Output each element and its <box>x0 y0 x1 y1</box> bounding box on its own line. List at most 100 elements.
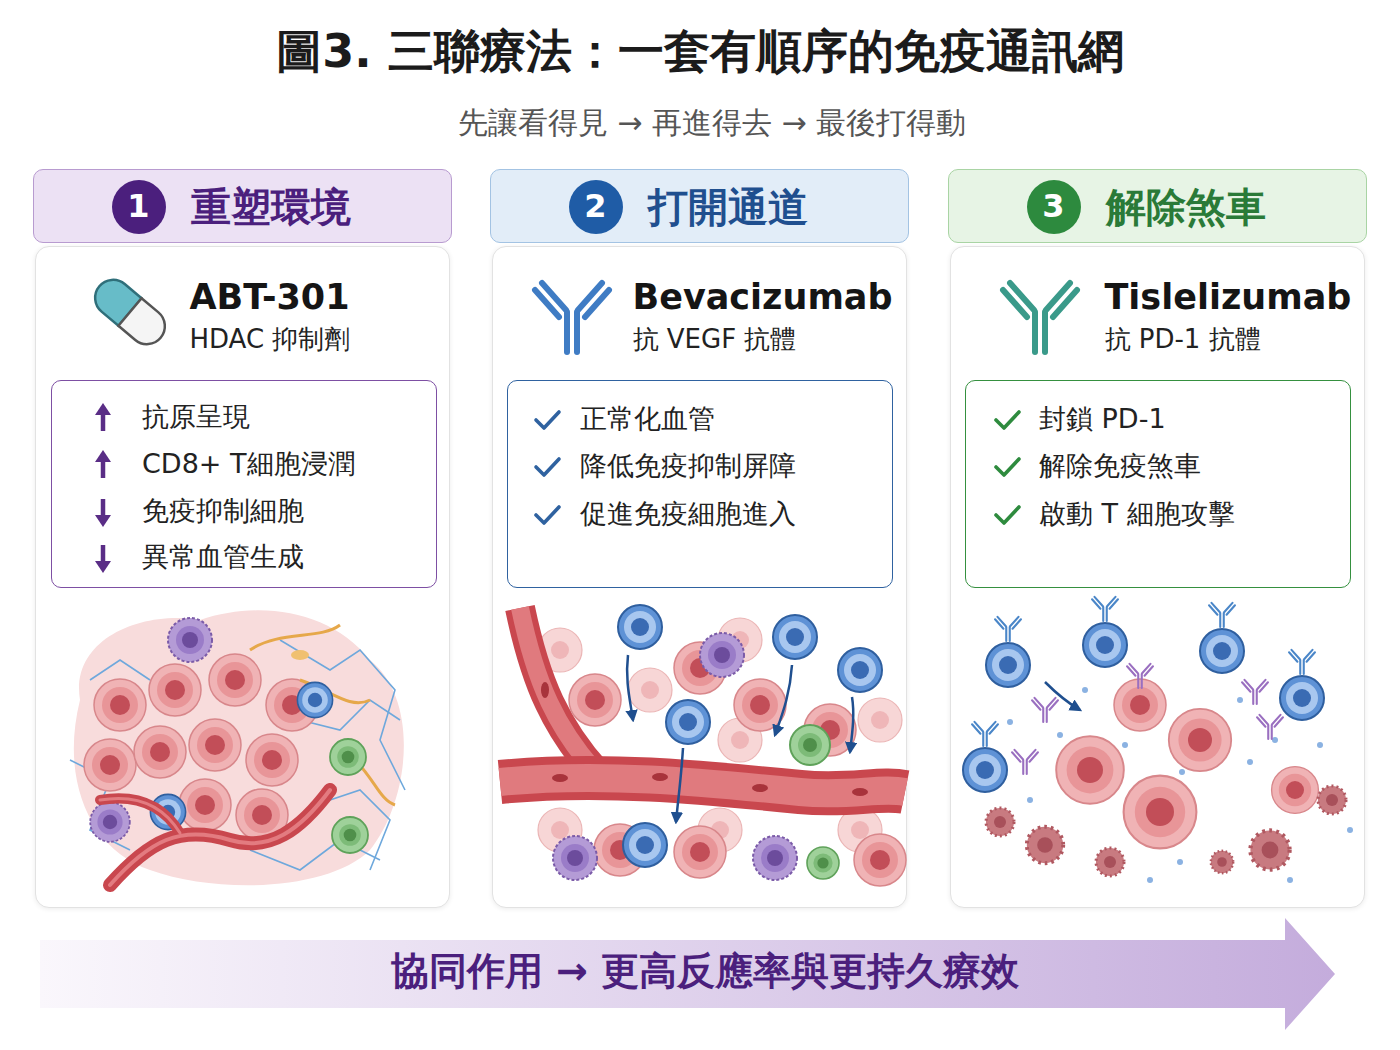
pill-half <box>88 272 142 325</box>
matrix-fiber <box>300 700 400 730</box>
pd1-antibody <box>1127 664 1153 688</box>
t-cell <box>297 682 332 717</box>
step-number-circle: 1 <box>112 180 166 234</box>
step-number-circle: 2 <box>569 180 623 234</box>
decrease-arrow <box>95 499 111 527</box>
suppressor-cell <box>90 802 130 842</box>
endothelial-nucleus <box>552 774 568 782</box>
dot <box>1057 732 1063 738</box>
tumor-cell <box>804 704 856 756</box>
t-cell <box>963 722 1007 792</box>
check-mark <box>996 459 1019 475</box>
migration-arrow <box>775 665 792 735</box>
drug-card: Bevacizumab抗 VEGF 抗體正常化血管降低免疫抑制屏障促進免疫細胞進… <box>492 246 907 908</box>
effect-item: 促進免疫細胞進入 <box>580 498 796 530</box>
dot <box>1287 877 1293 883</box>
increase-arrow <box>95 403 111 431</box>
t-cell <box>623 823 667 867</box>
dot <box>1177 859 1183 865</box>
effect-item: CD8+ T細胞浸潤 <box>142 448 355 480</box>
suppressor-cell <box>700 633 744 677</box>
fibroblast <box>300 680 370 703</box>
tumor-cell <box>1056 736 1124 804</box>
migration-arrows <box>627 655 853 822</box>
t-cell <box>618 605 662 649</box>
migration-arrow <box>850 697 853 752</box>
vessel-normalization-illustration <box>500 605 906 886</box>
dying-tumor-cell <box>1096 848 1124 876</box>
pale-tumor-cell <box>718 718 762 762</box>
green-cell <box>330 739 366 775</box>
dot <box>1067 789 1073 795</box>
effect-list-box: 封鎖 PD-1解除免疫煞車啟動 T 細胞攻擊 <box>965 380 1351 588</box>
tumor-cell <box>189 719 241 771</box>
dot <box>1027 797 1033 803</box>
t-cell <box>1083 597 1127 667</box>
fibroblast-body <box>291 650 309 660</box>
tumor-cell <box>674 826 726 878</box>
tumor-cell <box>236 789 288 841</box>
dot <box>1007 719 1013 725</box>
tumor-cell <box>134 726 186 778</box>
endothelial-nucleus <box>852 788 868 796</box>
effect-list-box: 正常化血管降低免疫抑制屏障促進免疫細胞進入 <box>507 380 893 588</box>
check-mark <box>536 507 559 523</box>
effect-item: 解除免疫煞車 <box>1039 450 1201 482</box>
pale-tumor-cell <box>538 808 582 852</box>
drug-class: 抗 VEGF 抗體 <box>633 324 797 355</box>
attack-arrow <box>1045 682 1080 710</box>
t-cell <box>773 615 817 659</box>
dot <box>1082 687 1088 693</box>
dying-tumor-cell <box>986 808 1014 836</box>
drug-class: HDAC 抑制劑 <box>190 324 351 355</box>
t-cell <box>666 700 710 744</box>
pale-tumor-cell <box>628 668 672 712</box>
tumor-cell <box>1124 776 1197 849</box>
decrease-arrow <box>95 545 111 573</box>
effect-item: 降低免疫抑制屏障 <box>580 450 796 482</box>
synergy-arrow-band: 協同作用 → 更高反應率與更持久療效 <box>40 918 1340 1030</box>
pale-tumor-cell <box>718 618 762 662</box>
tumor-microenvironment-illustration <box>70 610 405 885</box>
t-cell <box>1200 603 1244 673</box>
pd1-antibody <box>1257 715 1283 739</box>
pill-icon <box>88 272 172 351</box>
pale-tumor-cell <box>698 808 742 852</box>
tumor-cell <box>569 674 621 726</box>
drug-name: ABT-301 <box>190 276 350 318</box>
suppressor-cell <box>753 836 797 880</box>
tumor-cell <box>94 679 146 731</box>
t-cell <box>1280 650 1324 720</box>
fibroblast <box>355 760 395 805</box>
suppressor-cell <box>168 618 212 662</box>
antibody-icon <box>1003 283 1077 352</box>
t-cell <box>838 648 882 692</box>
pale-tumor-cell <box>538 628 582 672</box>
effect-item: 正常化血管 <box>580 403 715 435</box>
vessel-wall <box>100 798 180 833</box>
suppressor-cell <box>553 836 597 880</box>
green-cell <box>807 847 839 879</box>
dying-tumor-cell <box>1318 786 1346 814</box>
matrix-fiber <box>250 840 380 870</box>
dot <box>1272 737 1278 743</box>
fibroblast <box>250 625 340 650</box>
endothelial-nucleus <box>541 682 549 698</box>
figure-title: 圖3. 三聯療法：一套有順序的免疫通訊網 <box>50 24 1350 79</box>
arrow-band <box>40 918 1335 1030</box>
vessel-wall <box>520 608 605 782</box>
effect-item: 啟動 T 細胞攻擊 <box>1039 498 1235 530</box>
step-header-band: 解除煞車3 <box>948 169 1367 243</box>
step-number-circle: 3 <box>1027 180 1081 234</box>
matrix-fiber <box>70 760 130 850</box>
abnormal-vessel <box>100 790 330 885</box>
check-mark <box>996 412 1019 428</box>
step-title: 重塑環境 <box>191 183 351 231</box>
endothelial-nucleus <box>752 784 768 792</box>
matrix-fiber <box>90 660 150 680</box>
cytokine-dots <box>1007 687 1353 883</box>
endothelial-nucleus <box>652 773 668 781</box>
tumor-cell <box>209 654 261 706</box>
dot <box>1147 877 1153 883</box>
